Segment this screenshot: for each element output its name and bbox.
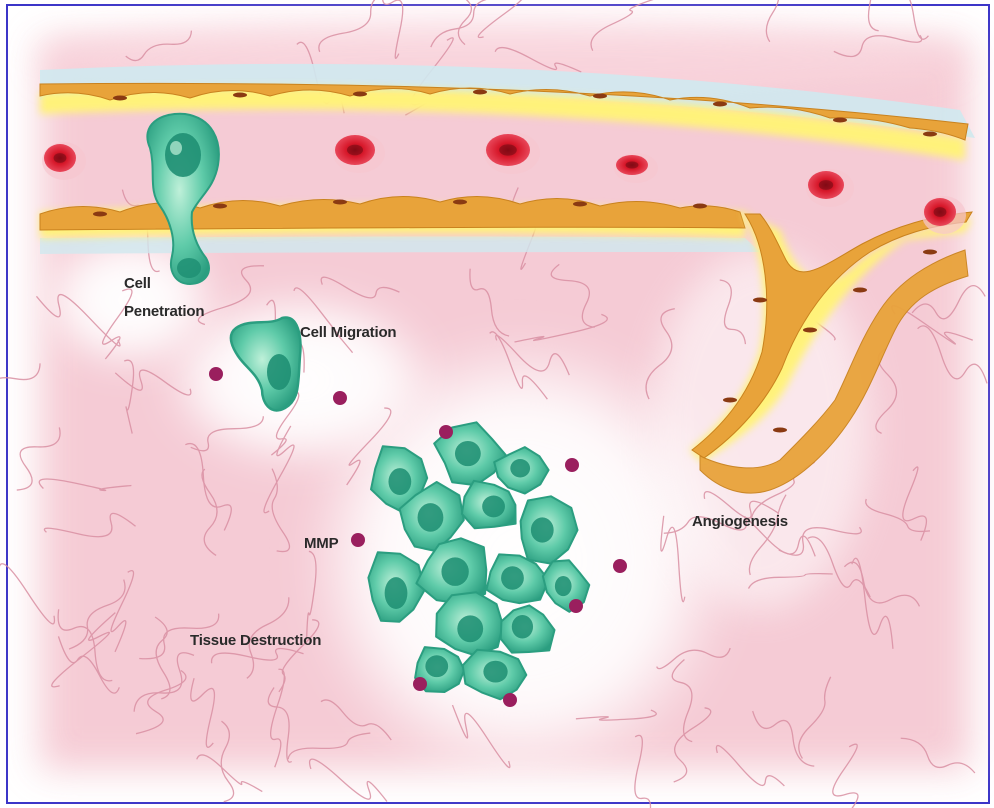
tumor-cell-nucleus bbox=[510, 459, 530, 477]
endothelial-nucleus bbox=[753, 298, 767, 303]
label-cell-migration: Cell Migration bbox=[300, 324, 396, 341]
collagen-fiber bbox=[860, 0, 880, 32]
tumor-cell-nucleus bbox=[482, 496, 505, 518]
collagen-fiber bbox=[0, 359, 44, 405]
endothelial-nucleus bbox=[213, 204, 227, 209]
endothelial-nucleus bbox=[923, 250, 937, 255]
endothelial-nucleus bbox=[693, 204, 707, 209]
endothelial-nucleus bbox=[473, 90, 487, 95]
label-tissue-destruction: Tissue Destruction bbox=[190, 632, 321, 649]
tumor-cell-nucleus bbox=[441, 557, 468, 586]
endothelial-nucleus bbox=[593, 94, 607, 99]
endothelial-nucleus bbox=[93, 212, 107, 217]
tumor-cell-nucleus bbox=[483, 661, 507, 683]
endothelial-nucleus bbox=[233, 93, 247, 98]
tumor-cell-nucleus bbox=[425, 655, 448, 677]
endothelial-nucleus bbox=[833, 118, 847, 123]
mmp-dot bbox=[565, 458, 579, 472]
tumor-cell-nucleus bbox=[501, 566, 524, 590]
tumor-cell-nucleus bbox=[531, 517, 554, 542]
mmp-dot bbox=[439, 425, 453, 439]
label-cell-penetration-line2: Penetration bbox=[124, 303, 204, 320]
mmp-dot bbox=[209, 367, 223, 381]
endothelial-nucleus bbox=[803, 328, 817, 333]
mmp-dot bbox=[503, 693, 517, 707]
mmp-dot bbox=[569, 599, 583, 613]
label-cell-penetration-line1: Cell bbox=[124, 275, 151, 292]
endothelial-nucleus bbox=[853, 288, 867, 293]
endothelial-nucleus bbox=[113, 96, 127, 101]
label-mmp: MMP bbox=[304, 535, 339, 552]
endothelial-nucleus bbox=[713, 102, 727, 107]
endothelial-nucleus bbox=[773, 428, 787, 433]
label-angiogenesis: Angiogenesis bbox=[692, 513, 788, 530]
endothelial-nucleus bbox=[453, 200, 467, 205]
endothelial-nucleus bbox=[923, 132, 937, 137]
tumor-cell-nucleus bbox=[455, 441, 481, 466]
tumor-cell-nucleus bbox=[385, 577, 408, 609]
endothelial-nucleus bbox=[333, 200, 347, 205]
tumor-cell-nucleus bbox=[457, 615, 483, 642]
endothelial-nucleus bbox=[723, 398, 737, 403]
endothelial-nucleus bbox=[353, 92, 367, 97]
collagen-fiber bbox=[874, 0, 936, 41]
tumor-cell-nucleus bbox=[555, 576, 572, 596]
tumor-cell-nucleus bbox=[418, 503, 444, 532]
mmp-dot bbox=[333, 391, 347, 405]
tumor-cell-nucleus bbox=[388, 468, 411, 495]
mmp-dot bbox=[613, 559, 627, 573]
mmp-dot bbox=[413, 677, 427, 691]
endothelial-nucleus bbox=[573, 202, 587, 207]
mmp-dot bbox=[351, 533, 365, 547]
tumor-cell-nucleus bbox=[512, 615, 533, 639]
